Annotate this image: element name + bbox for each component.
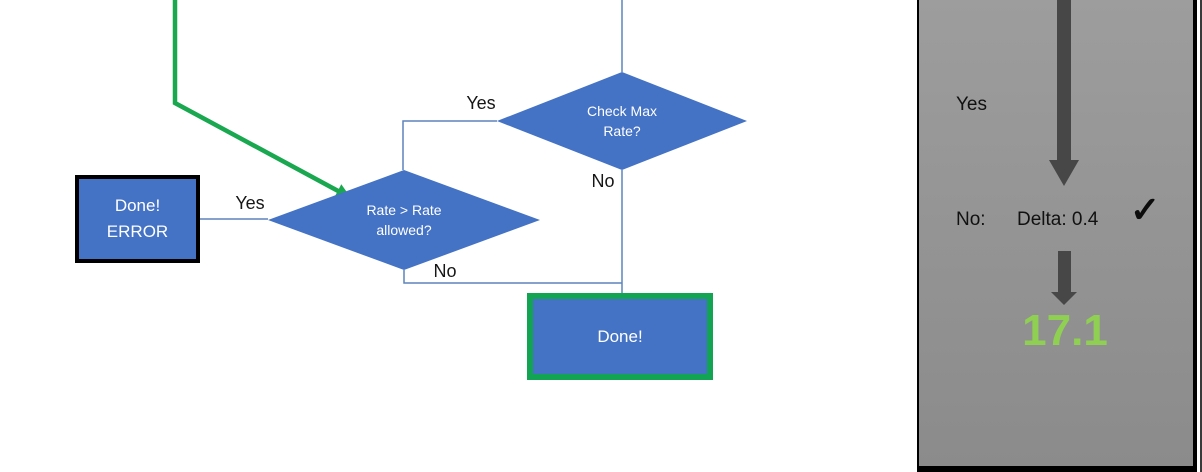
sidebar-no-label: No: [956, 209, 986, 230]
rate-allowed-line1: Rate > Rate [366, 202, 442, 218]
connector-rate-no-to-done [403, 270, 622, 284]
connector-checkmax-yes [402, 120, 497, 170]
sidebar-short-down-arrow-icon [1051, 251, 1077, 305]
check-max-rate-line1: Check Max [586, 103, 658, 119]
done-error-line2: ERROR [106, 222, 169, 241]
sidebar-delta-value: Delta: 0.4 [1017, 209, 1099, 230]
rate-yes-label: Yes [235, 193, 265, 213]
sidebar-yes-label: Yes [956, 94, 987, 115]
done-error-line1: Done! [114, 196, 161, 215]
done-box-label: Done! [597, 326, 643, 346]
done-box: Done! [527, 293, 713, 380]
decision-rate-allowed [268, 170, 540, 270]
rate-allowed-label: Rate > Rate allowed? [324, 200, 484, 240]
window-right-edge [1200, 0, 1202, 472]
checkmax-no-label: No [591, 171, 615, 191]
rate-no-label: No [433, 261, 457, 281]
decision-check-max-rate [497, 72, 747, 170]
checkmark-icon: ✓ [1130, 189, 1161, 230]
check-max-rate-label: Check Max Rate? [542, 101, 702, 141]
checkmax-yes-label: Yes [466, 93, 496, 113]
check-max-rate-line2: Rate? [603, 123, 641, 139]
highlight-path-green [172, 0, 342, 194]
rate-allowed-line2: allowed? [376, 222, 432, 238]
sidebar-result-value: 17.1 [1022, 306, 1108, 355]
sidebar-long-down-arrow-icon [1049, 0, 1079, 186]
done-error-box: Done! ERROR [75, 175, 200, 263]
